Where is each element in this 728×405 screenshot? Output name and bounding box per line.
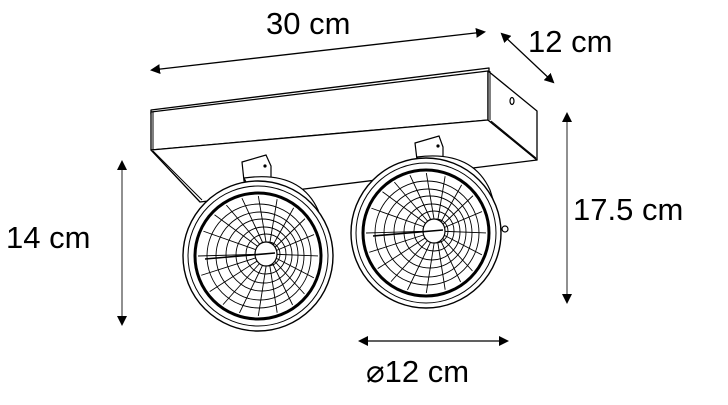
right-spot-lamp [350, 135, 509, 309]
spot-height-label: 14 cm [6, 220, 91, 255]
depth-label: 12 cm [528, 24, 613, 59]
width-dimension-arrow [150, 27, 486, 75]
diameter-label: ⌀12 cm [366, 354, 470, 389]
depth-dimension-arrow [500, 32, 555, 84]
total-height-label: 17.5 cm [573, 192, 684, 227]
width-label: 30 cm [266, 6, 351, 41]
left-spot-lamp [182, 154, 334, 332]
